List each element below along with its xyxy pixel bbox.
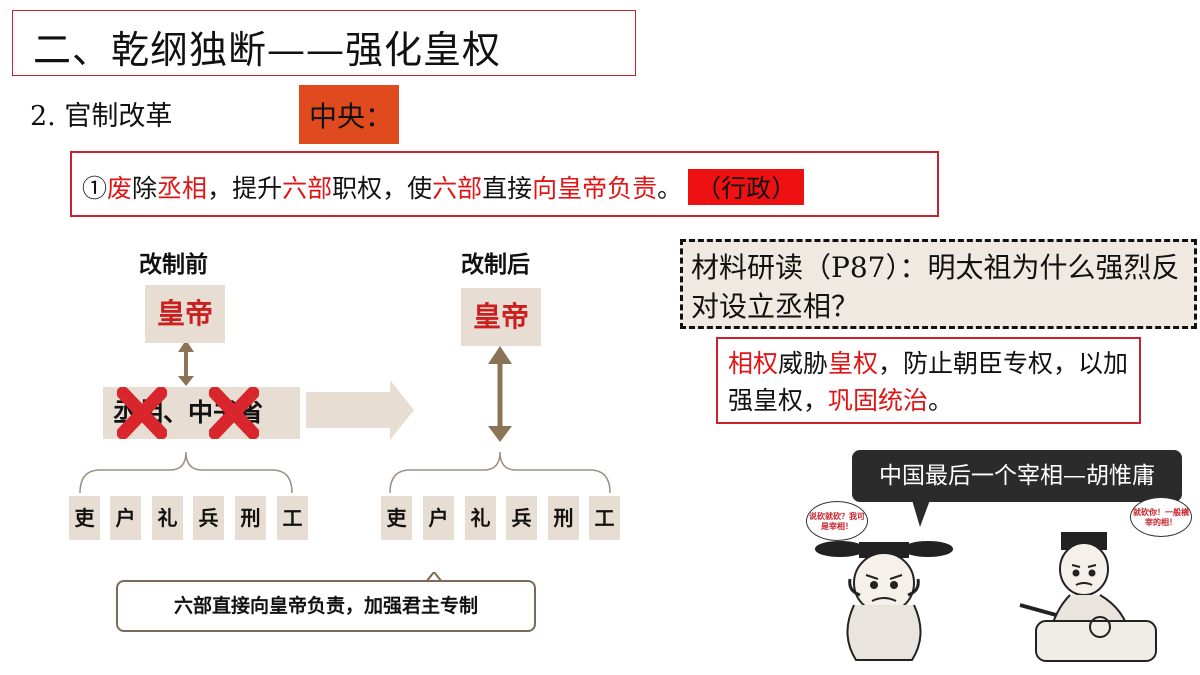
answer-consolidate-rule: 巩固统治	[828, 386, 929, 415]
ministry-after-2: 户	[423, 496, 454, 540]
slide-title: 二、乾纲独断——强化皇权	[33, 28, 502, 72]
ministry-before-1: 吏	[69, 496, 100, 540]
ministry-before-6: 工	[277, 496, 308, 540]
answer-segment: 。	[928, 386, 954, 415]
title-box: 二、乾纲独断——强化皇权	[12, 10, 636, 76]
point-report-emperor: 向皇帝负责	[532, 174, 658, 203]
ministry-after-6: 工	[589, 496, 620, 540]
reform-diagram: 改制前 改制后 皇帝 皇帝 丞相、中书省 吏 户 礼 兵 刑 工 吏 户 礼 兵…	[0, 230, 660, 650]
answer-box: 相权威胁皇权，防止朝臣专权，以加强皇权，巩固统治。	[716, 337, 1141, 424]
point-six-ministries: 六部	[432, 174, 483, 203]
point-text-segment: 职权，使	[332, 174, 433, 203]
point-marker: ①	[82, 174, 108, 203]
note-notch	[426, 572, 442, 582]
emperor-box-before: 皇帝	[145, 285, 225, 343]
cartoon-caption: 中国最后一个宰相—胡惟庸	[852, 450, 1182, 502]
ministry-after-4: 兵	[506, 496, 537, 540]
speech-bubble-right: 就砍你！一般横宰的相！	[1130, 497, 1192, 537]
speech-bubble-left: 说砍就砍？我可是宰相！	[806, 501, 868, 541]
point-six-ministries: 六部	[282, 174, 333, 203]
center-tag: 中央：	[299, 85, 399, 144]
point-text-segment: 除	[132, 174, 158, 203]
after-arrow-head-down	[488, 426, 512, 442]
question-box: 材料研读（P87）：明太祖为什么强烈反对设立丞相？	[680, 239, 1197, 329]
cartoon-drawing	[815, 500, 1157, 662]
after-arrow-head-up	[488, 346, 512, 364]
point-text-segment: 。	[657, 174, 683, 203]
before-brace	[79, 451, 293, 494]
admin-tag: （行政）	[688, 169, 805, 205]
before-arrow-head-up	[178, 340, 194, 352]
answer-text: 相权威胁皇权，防止朝臣专权，以加强皇权，巩固统治。	[728, 345, 1138, 419]
chancellor-box: 丞相、中书省	[103, 387, 300, 439]
subheading: 2. 官制改革	[30, 101, 173, 132]
answer-segment: ，防止朝臣专权，以加强皇权，	[728, 349, 1129, 415]
point-chancellor: 丞相	[157, 174, 208, 203]
question-text: 材料研读（P87）：明太祖为什么强烈反对设立丞相？	[691, 251, 1180, 323]
ministry-before-2: 户	[110, 496, 141, 540]
after-brace	[389, 451, 611, 494]
point-text-segment: ，提升	[207, 174, 283, 203]
cartoon-illustration: 中国最后一个宰相—胡惟庸 说砍就砍？我可是宰相！ 就砍你！一般横宰的相！	[800, 445, 1200, 670]
answer-segment: 威胁	[778, 349, 829, 378]
ministry-before-5: 刑	[235, 496, 266, 540]
transition-arrow	[306, 380, 414, 440]
reform-point-text: ①废除丞相，提升六部职权，使六部直接向皇帝负责。（行政）	[82, 169, 805, 205]
reform-point-box: ①废除丞相，提升六部职权，使六部直接向皇帝负责。（行政）	[70, 151, 939, 217]
cross-icon	[117, 387, 167, 439]
ministry-after-5: 刑	[548, 496, 579, 540]
answer-chancellor-power: 相权	[728, 349, 779, 378]
emperor-box-after: 皇帝	[461, 288, 541, 346]
before-arrow-head-down	[178, 376, 194, 386]
ministry-before-3: 礼	[152, 496, 183, 540]
point-text-segment: 直接	[482, 174, 533, 203]
ministry-before-4: 兵	[193, 496, 224, 540]
ministry-after-1: 吏	[381, 496, 412, 540]
answer-imperial-power: 皇权	[828, 349, 879, 378]
cross-icon	[209, 387, 259, 439]
point-abolish: 废	[107, 174, 133, 203]
emperor-figure-icon	[1019, 532, 1157, 662]
chancellor-figure-icon	[815, 541, 953, 661]
after-label: 改制后	[461, 252, 530, 278]
before-label: 改制前	[139, 252, 208, 278]
diagram-connectors	[79, 340, 611, 494]
note-box: 六部直接向皇帝负责，加强君主专制	[116, 580, 536, 632]
ministry-after-3: 礼	[465, 496, 496, 540]
